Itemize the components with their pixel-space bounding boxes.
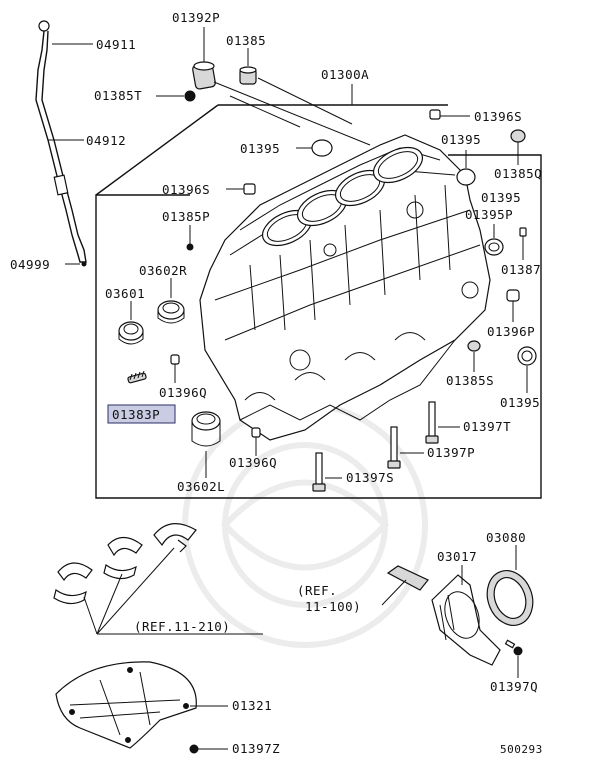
label-01396Q-a: 01396Q <box>159 385 207 400</box>
block-frame <box>95 154 542 499</box>
label-01396S-left: 01396S <box>162 182 210 197</box>
label-01383P-highlight[interactable]: 01383P <box>107 404 176 424</box>
part-03602L-bearing[interactable] <box>191 411 221 447</box>
label-01395P: 01395P <box>465 207 513 222</box>
label-01387: 01387 <box>501 262 541 277</box>
label-03602L: 03602L <box>177 479 225 494</box>
part-01387-pin[interactable] <box>519 227 527 237</box>
label-01395-d: 01395 <box>500 395 540 410</box>
part-01397P-bolt[interactable] <box>387 426 401 469</box>
label-01397Z: 01397Z <box>232 741 280 756</box>
part-01397T-bolt[interactable] <box>425 401 439 444</box>
part-01397S-bolt[interactable] <box>312 452 326 492</box>
part-01395-cup-lower[interactable] <box>517 346 537 366</box>
label-04999: 04999 <box>10 257 50 272</box>
label-01396P: 01396P <box>487 324 535 339</box>
label-01385P: 01385P <box>162 209 210 224</box>
part-03601-bearing[interactable] <box>118 321 144 345</box>
part-01385-plug[interactable] <box>239 66 257 85</box>
label-01395-c: 01395 <box>481 190 521 205</box>
part-01385T-plug[interactable] <box>184 90 196 102</box>
label-03602R: 03602R <box>139 263 187 278</box>
label-01385S: 01385S <box>446 373 494 388</box>
part-01396P-pin[interactable] <box>506 289 520 302</box>
part-01392P-bush[interactable] <box>192 61 216 90</box>
main-bearing-shells[interactable] <box>53 523 197 605</box>
part-01397Q-bolt[interactable] <box>504 639 523 656</box>
part-01395-cup-left[interactable] <box>311 139 333 157</box>
label-04912: 04912 <box>86 133 126 148</box>
label-01397T: 01397T <box>463 419 511 434</box>
part-01396Q-pin-a[interactable] <box>170 354 180 365</box>
part-01385Q-plug[interactable] <box>510 129 526 143</box>
part-01395-cup-right[interactable] <box>456 168 476 186</box>
label-03080: 03080 <box>486 530 526 545</box>
label-01397P: 01397P <box>427 445 475 460</box>
part-01396S-left[interactable] <box>243 183 256 195</box>
label-01321: 01321 <box>232 698 272 713</box>
part-01385S-plug[interactable] <box>467 340 481 352</box>
label-ref-11-100-a: (REF. <box>297 583 337 598</box>
label-03017: 03017 <box>437 549 477 564</box>
part-01396S-top[interactable] <box>429 109 441 120</box>
label-ref-11-210: (REF.11-210) <box>134 619 230 634</box>
label-ref-11-100-b: 11-100) <box>305 599 361 614</box>
part-01395P-cup[interactable] <box>484 238 504 256</box>
part-01385P-plug[interactable] <box>186 243 194 251</box>
label-01395-b: 01395 <box>441 132 481 147</box>
label-01383P: 01383P <box>112 407 160 422</box>
label-01300A: 01300A <box>321 67 369 82</box>
label-03601: 03601 <box>105 286 145 301</box>
part-01396Q-pin-b[interactable] <box>251 427 261 438</box>
dipstick[interactable] <box>35 20 87 263</box>
part-01397Z-bolt[interactable] <box>189 744 199 754</box>
label-01397Q: 01397Q <box>490 679 538 694</box>
part-01383P-stud[interactable] <box>127 370 147 384</box>
label-01395-a: 01395 <box>240 141 280 156</box>
label-01385: 01385 <box>226 33 266 48</box>
diagram-code: 500293 <box>500 743 543 756</box>
label-01392P: 01392P <box>172 10 220 25</box>
part-01321-baffle-plate[interactable] <box>55 661 197 749</box>
label-01396S-top: 01396S <box>474 109 522 124</box>
ref-11-100-part[interactable] <box>386 565 429 591</box>
label-01397S: 01397S <box>346 470 394 485</box>
label-01385Q: 01385Q <box>494 166 542 181</box>
part-03080-oil-seal[interactable] <box>480 564 540 632</box>
cylinder-block[interactable] <box>199 134 491 441</box>
label-04911: 04911 <box>96 37 136 52</box>
frame-diagonal-left <box>95 104 219 196</box>
part-03602R-bearing[interactable] <box>157 300 185 324</box>
label-01396Q-b: 01396Q <box>229 455 277 470</box>
label-01385T: 01385T <box>94 88 142 103</box>
